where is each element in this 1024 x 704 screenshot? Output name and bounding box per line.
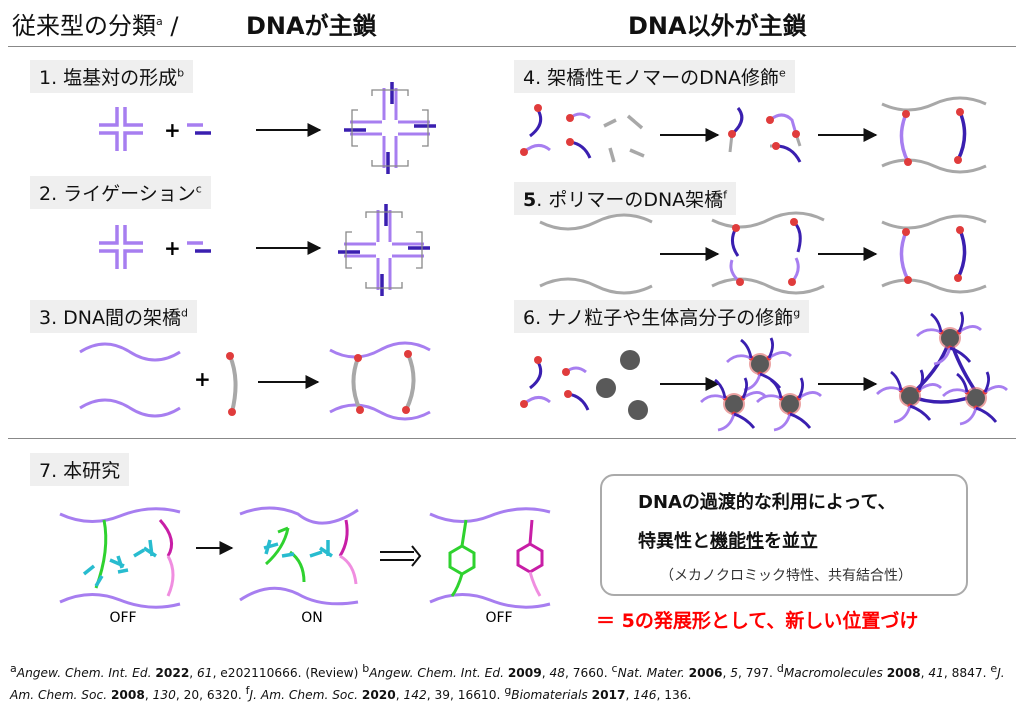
nanoparticle	[596, 378, 616, 398]
polymer-chain	[539, 277, 653, 295]
off-state-network	[59, 507, 181, 609]
on-state-network	[239, 506, 359, 606]
crosslinker	[228, 355, 238, 413]
monomers	[603, 114, 645, 163]
dna-strand	[79, 342, 181, 362]
plus-sign: +	[194, 367, 211, 391]
label-monomer-modification: 4. 架橋性モノマーのDNA修飾e	[514, 60, 795, 93]
dna-decorated-nanoparticle	[725, 336, 793, 392]
references: aAngew. Chem. Int. Ed. 2022, 61, e202110…	[10, 660, 1015, 704]
crosslinked-polymer-network	[881, 214, 987, 294]
ref-b: bAngew. Chem. Int. Ed. 2009, 48, 7660.	[362, 662, 612, 681]
nanoparticle	[620, 350, 640, 370]
ref-c: cNat. Mater. 2006, 5, 797.	[611, 662, 777, 681]
header-non-dna-backbone: DNA以外が主鎖	[628, 12, 807, 40]
ref-e: eJ. Am. Chem. Soc. 2008, 130, 20, 6320.	[10, 662, 1005, 703]
double-arrow	[380, 545, 422, 567]
section-divider	[8, 438, 1016, 439]
modified-dna-monomers	[520, 356, 590, 411]
dna-duplex	[185, 123, 213, 135]
modified-dna-monomers	[520, 104, 592, 159]
header-title-left: 従来型の分類a /	[12, 12, 179, 40]
underlined-functionality: 機能性	[710, 531, 764, 552]
label-ligation: 2. ライゲーションc	[30, 176, 211, 209]
header-dna-backbone: DNAが主鎖	[246, 12, 377, 40]
nanoparticle	[628, 400, 648, 420]
summary-box	[600, 474, 968, 596]
state-off-label: OFF	[109, 610, 136, 626]
dna-cross-junction	[97, 105, 145, 153]
label-dna-crosslink: 3. DNA間の架橋d	[30, 300, 197, 333]
label-nanoparticle-modification: 6. ナノ粒子や生体高分子の修飾g	[514, 300, 810, 333]
dna-grafted-polymer	[711, 211, 825, 295]
state-off-label: OFF	[485, 610, 512, 626]
dna-duplex	[185, 241, 213, 253]
reactive-end	[228, 408, 236, 416]
dna-decorated-nanoparticle	[755, 376, 823, 432]
ligated-network	[336, 202, 432, 298]
dna-strand	[329, 403, 431, 421]
polymer-chain	[539, 213, 653, 231]
conclusion-text: ＝ 5の発展形として、新しい位置づけ	[596, 610, 919, 632]
nanoparticle-network	[875, 310, 1009, 426]
label-polymer-crosslink: 5. ポリマーのDNA架橋f	[514, 182, 737, 215]
crosslinks	[351, 353, 416, 411]
dna-polymer-network	[881, 96, 987, 174]
summary-line-1: DNAの過渡的な利用によって、	[638, 492, 896, 513]
state-on-label: ON	[301, 610, 323, 626]
reactive-end	[226, 352, 234, 360]
ref-d: dMacromolecules 2008, 41, 8847.	[776, 662, 991, 681]
label-base-pairing: 1. 塩基対の形成b	[30, 60, 194, 93]
ref-a: aAngew. Chem. Int. Ed. 2022, 61, e202110…	[10, 662, 363, 681]
grafted-dna	[728, 107, 802, 163]
off-state-network-after	[429, 507, 551, 609]
header-sup: a	[156, 15, 163, 28]
dna-decorated-nanoparticle	[699, 376, 767, 432]
plus-sign: +	[164, 236, 181, 260]
ref-f: fJ. Am. Chem. Soc. 2020, 142, 39, 16610.	[245, 684, 505, 703]
dna-strand	[79, 398, 181, 418]
dna-strand	[329, 341, 431, 359]
summary-line-3: （メカノクロミック特性、共有結合性）	[660, 568, 912, 584]
assembled-network	[342, 80, 438, 176]
summary-line-2: 特異性と機能性を並立	[638, 531, 818, 552]
ref-g: gBiomaterials 2017, 146, 136.	[504, 684, 692, 703]
plus-sign: +	[164, 118, 181, 142]
dna-cross-junction	[97, 223, 145, 271]
label-this-work: 7. 本研究	[30, 453, 130, 486]
header-divider	[8, 46, 1016, 47]
